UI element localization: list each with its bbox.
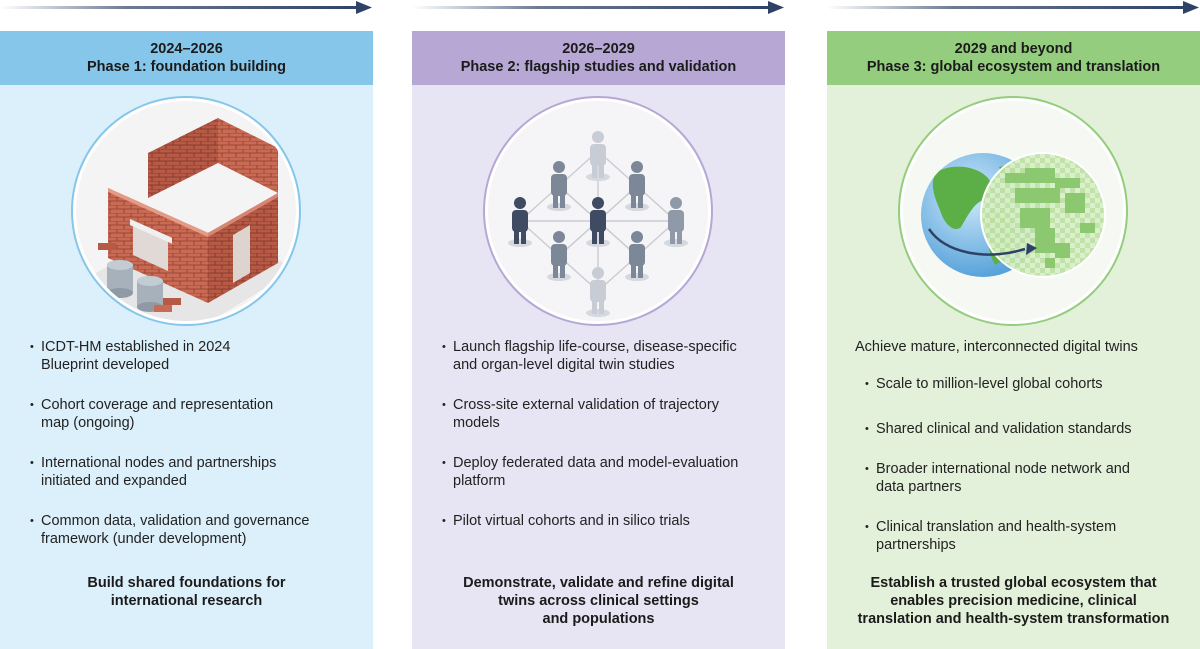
globe-twin-icon [895,93,1131,329]
phase-1-header: 2024–2026 Phase 1: foundation building [0,31,373,85]
phase-3-header: 2029 and beyond Phase 3: global ecosyste… [827,31,1200,85]
phase-2-list: Launch flagship life-course, disease-spe… [442,338,765,530]
phase-2-column: 2026–2029 Phase 2: flagship studies and … [412,31,785,649]
barrel-icon [107,260,163,312]
timeline-arrow-3 [827,0,1199,16]
list-item: Broader international node network and d… [865,460,1180,496]
timeline-arrow-1 [0,0,372,16]
phase-2-title: Phase 2: flagship studies and validation [460,59,737,75]
list-item: Clinical translation and health-system p… [865,518,1180,554]
timeline-arrow-2 [412,0,784,16]
person-icon [512,131,684,314]
list-item: Scale to million-level global cohorts [865,375,1180,393]
phase-1-goal: Build shared foundations for internation… [87,575,286,609]
list-item: Cross-site external validation of trajec… [442,396,765,432]
list-item: Cohort coverage and representation map (… [30,396,353,432]
phase-3-goal: Establish a trusted global ecosystem tha… [857,575,1170,627]
phase-3-list: Scale to million-level global cohorts Sh… [865,375,1180,554]
phase-3-column: 2029 and beyond Phase 3: global ecosyste… [827,31,1200,649]
list-item: Pilot virtual cohorts and in silico tria… [442,512,765,530]
list-item: Shared clinical and validation standards [865,420,1180,438]
list-item: Launch flagship life-course, disease-spe… [442,338,765,374]
phase-1-title: Phase 1: foundation building [87,59,286,75]
phase-1-years: 2024–2026 [150,41,223,57]
list-item: Common data, validation and governance f… [30,512,353,548]
list-item: Deploy federated data and model-evaluati… [442,454,765,490]
phase-3-years: 2029 and beyond [954,41,1073,57]
phase-3-title: Phase 3: global ecosystem and translatio… [866,59,1161,75]
phase-2-years: 2026–2029 [562,41,635,57]
list-item: ICDT-HM established in 2024 Blueprint de… [30,338,353,374]
phase-3-intro: Achieve mature, interconnected digital t… [855,339,1138,355]
people-network-icon [480,93,716,329]
phase-2-goal: Demonstrate, validate and refine digital… [463,575,734,627]
phase-1-column: 2024–2026 Phase 1: foundation building [0,31,373,649]
list-item: International nodes and partnerships ini… [30,454,353,490]
phase-2-header: 2026–2029 Phase 2: flagship studies and … [412,31,785,85]
brick-building-icon [68,93,304,329]
phase-1-list: ICDT-HM established in 2024 Blueprint de… [30,338,353,548]
